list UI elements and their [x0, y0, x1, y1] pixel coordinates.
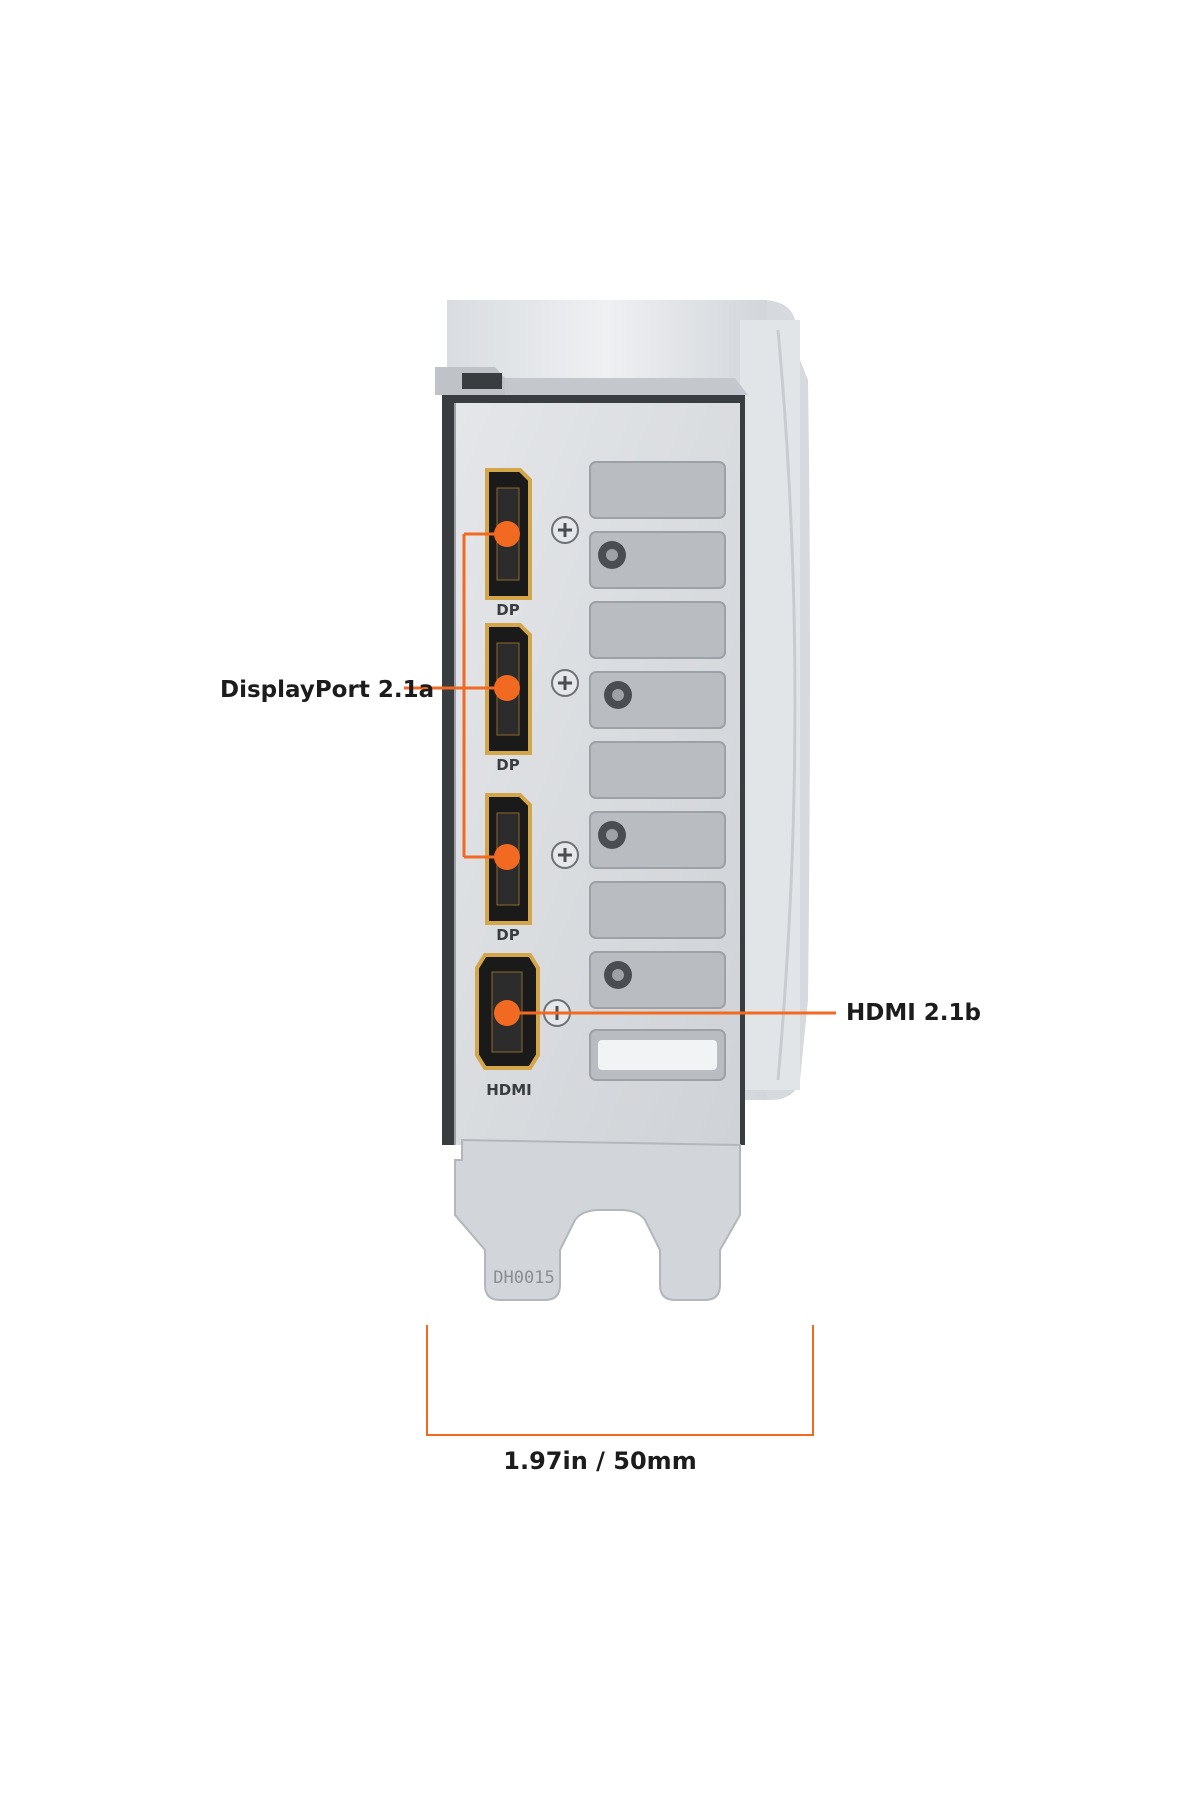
port-label-dp: DP — [496, 756, 519, 774]
port-label-dp: DP — [496, 926, 519, 944]
displayport-label: DisplayPort 2.1a — [220, 677, 435, 703]
hdmi-callout — [494, 1000, 836, 1026]
port-label-dp: DP — [496, 601, 519, 619]
port-label-hdmi: HDMI — [486, 1081, 532, 1099]
bracket-screw-icon — [551, 516, 579, 544]
callout-dot — [494, 1000, 520, 1026]
heatsink-screw — [598, 821, 626, 849]
bracket-marking: DH0015 — [493, 1268, 554, 1288]
bracket-mounting-tab — [435, 367, 748, 440]
displayport-callout — [404, 521, 520, 870]
dimension-marker — [426, 1325, 814, 1436]
vent-slots — [589, 461, 726, 1081]
hdmi-label: HDMI 2.1b — [846, 1000, 982, 1026]
bracket-screw-icon — [551, 669, 579, 697]
dimension-label: 1.97in / 50mm — [503, 1447, 697, 1475]
heatsink-screw — [604, 681, 632, 709]
heatsink-screw — [598, 541, 626, 569]
displayport-connector: DP — [485, 468, 532, 619]
callout-dot — [494, 521, 520, 547]
bracket-bottom-tab — [454, 1138, 741, 1301]
callout-dot — [494, 844, 520, 870]
callout-dot — [494, 675, 520, 701]
heatsink-screw — [604, 961, 632, 989]
bracket-screw-icon — [551, 841, 579, 869]
